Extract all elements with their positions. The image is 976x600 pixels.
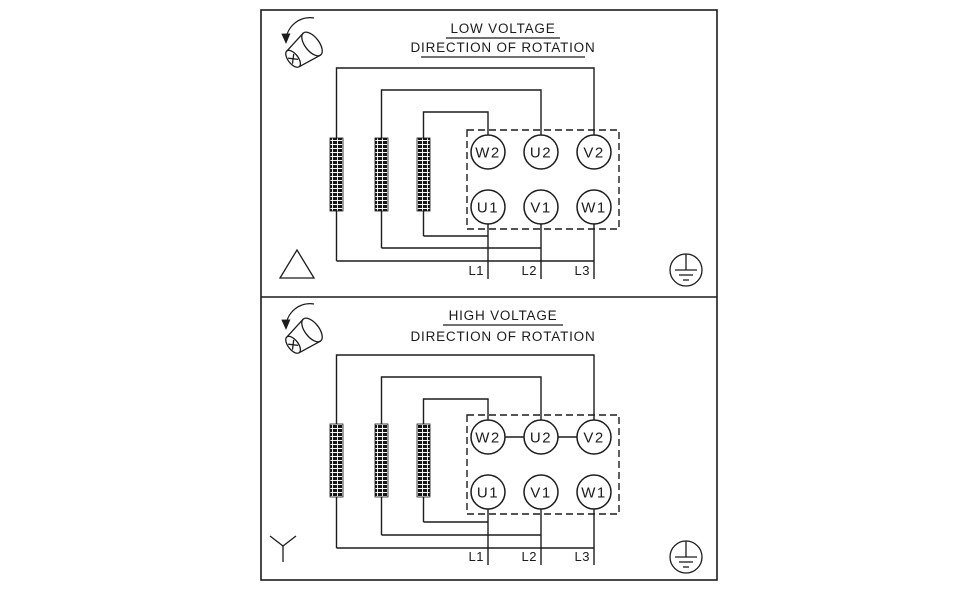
wire-loop-middle xyxy=(380,89,542,248)
terminal-block-outline xyxy=(466,129,620,230)
winding-bar-1 xyxy=(329,137,344,212)
terminal-w2: W2 xyxy=(470,419,506,455)
label-l2: L2 xyxy=(522,263,537,278)
winding-bar-2 xyxy=(374,137,389,212)
terminal-label: W2 xyxy=(475,145,501,162)
terminal-u1: U1 xyxy=(470,189,506,225)
terminal-label: U1 xyxy=(477,200,499,217)
terminal-block-low: W2 U2 V2 U1 V1 W1 xyxy=(466,129,620,230)
terminal-block-outline xyxy=(466,414,620,515)
terminal-block-high: W2 U2 V2 U1 V1 W1 xyxy=(466,414,620,515)
terminal-v1: V1 xyxy=(523,474,559,510)
ground-icon xyxy=(669,253,703,287)
terminal-v2: V2 xyxy=(576,134,612,170)
winding-bars xyxy=(329,423,431,498)
low-voltage-panel: LOW VOLTAGE DIRECTION OF ROTATION xyxy=(278,18,703,287)
terminal-v1: V1 xyxy=(523,189,559,225)
terminal-v2: V2 xyxy=(576,419,612,455)
panel-subtitle: DIRECTION OF ROTATION xyxy=(410,329,595,344)
ground-icon xyxy=(669,540,703,574)
supply-labels-high: L1 L2 L3 xyxy=(469,549,590,564)
winding-bar-3 xyxy=(416,137,431,212)
star-connection-symbol xyxy=(269,535,297,562)
winding-bar-3 xyxy=(416,423,431,498)
terminal-label: V2 xyxy=(583,430,604,447)
terminal-label: W1 xyxy=(581,200,607,217)
motor-shaft-rotation-icon xyxy=(281,304,327,359)
terminal-label: W1 xyxy=(581,485,607,502)
diagram-border xyxy=(260,9,718,581)
border-rect xyxy=(260,9,718,581)
winding-bars xyxy=(329,137,431,212)
terminal-label: U2 xyxy=(530,430,552,447)
terminal-w1: W1 xyxy=(576,474,612,510)
label-l1: L1 xyxy=(469,549,484,564)
terminal-label: V1 xyxy=(530,200,551,217)
wire-loop-middle xyxy=(380,376,542,535)
terminal-label: U1 xyxy=(477,485,499,502)
panel-title: LOW VOLTAGE xyxy=(450,21,555,36)
terminal-u1: U1 xyxy=(470,474,506,510)
winding-bar-1 xyxy=(329,423,344,498)
terminal-w2: W2 xyxy=(470,134,506,170)
label-l3: L3 xyxy=(575,263,590,278)
label-l2: L2 xyxy=(522,549,537,564)
high-voltage-panel: HIGH VOLTAGE DIRECTION OF ROTATION xyxy=(269,304,703,574)
panel-subtitle: DIRECTION OF ROTATION xyxy=(410,40,595,55)
terminal-label: U2 xyxy=(530,145,552,162)
terminal-u2: U2 xyxy=(523,134,559,170)
motor-shaft-rotation-icon xyxy=(281,18,327,73)
terminal-label: V1 xyxy=(530,485,551,502)
panel-title: HIGH VOLTAGE xyxy=(449,308,558,323)
terminal-u2: U2 xyxy=(523,419,559,455)
terminal-w1: W1 xyxy=(576,189,612,225)
terminal-label: V2 xyxy=(583,145,604,162)
winding-bar-2 xyxy=(374,423,389,498)
terminal-label: W2 xyxy=(475,430,501,447)
label-l3: L3 xyxy=(575,549,590,564)
supply-labels-low: L1 L2 L3 xyxy=(469,263,590,278)
delta-connection-symbol xyxy=(278,248,316,279)
label-l1: L1 xyxy=(469,263,484,278)
